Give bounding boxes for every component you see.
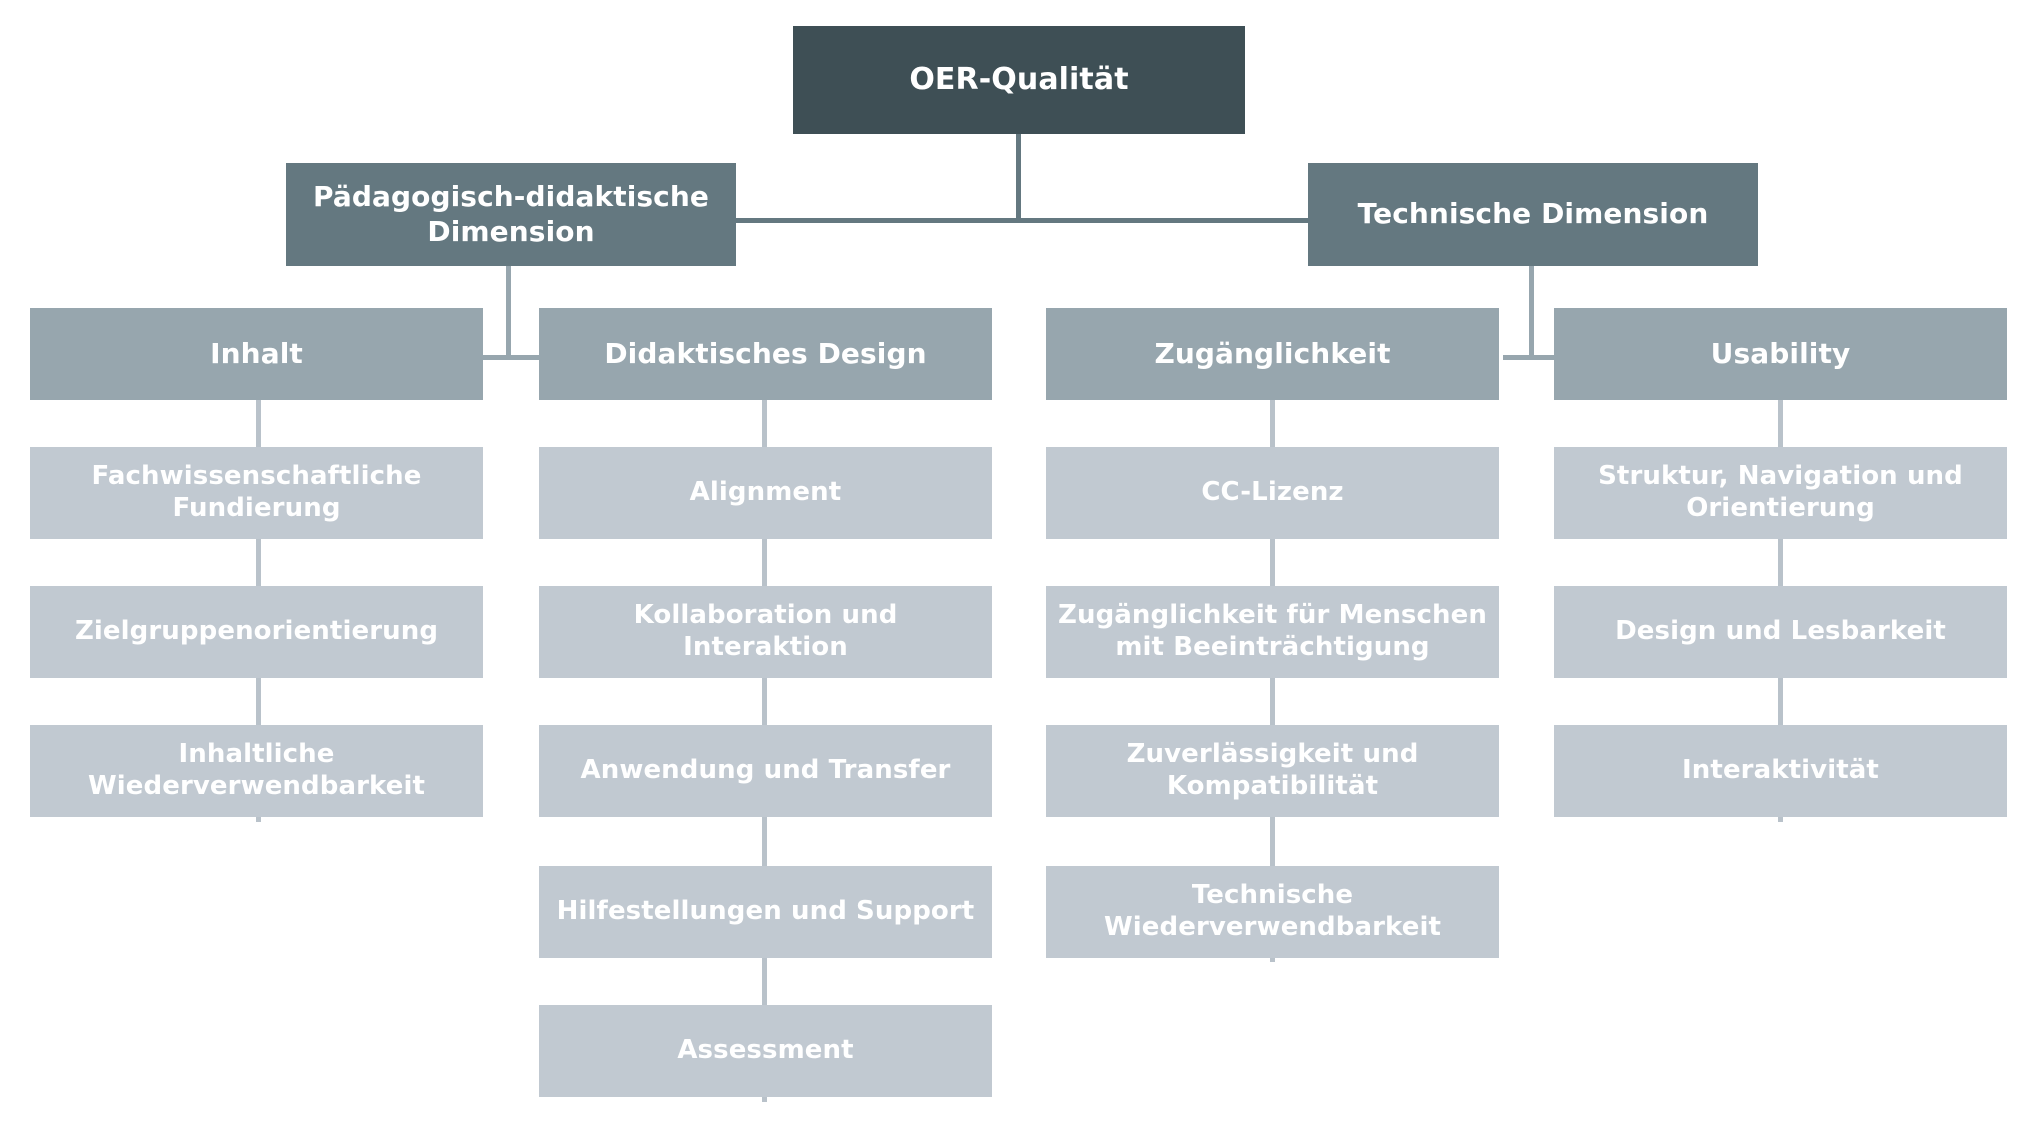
node-leaf-kollaboration-und-interaktion[interactable]: Kollaboration und Interaktion [539,586,992,678]
node-leaf-label: Assessment [677,1035,854,1066]
node-leaf-label: Zugänglichkeit für Menschen mit Beeinträ… [1058,600,1487,662]
node-category-zugaenglichkeit[interactable]: Zugänglichkeit [1046,308,1499,400]
node-category-label: Inhalt [210,336,303,370]
node-leaf-technische-wiederverwendbarkeit[interactable]: Technische Wiederverwendbarkeit [1046,866,1499,958]
node-dimension-label: Technische Dimension [1357,197,1709,231]
node-category-usability[interactable]: Usability [1554,308,2007,400]
node-root-label: OER-Qualität [909,61,1129,97]
node-dimension-technische[interactable]: Technische Dimension [1308,163,1758,266]
node-category-label: Didaktisches Design [604,336,927,370]
node-leaf-label: Design und Lesbarkeit [1615,616,1946,647]
node-leaf-label: Interaktivität [1682,755,1879,786]
node-leaf-zuverlaessigkeit-und-kompatibilitaet[interactable]: Zuverlässigkeit und Kompatibilität [1046,725,1499,817]
connector-root-stem [1016,134,1021,222]
node-leaf-label: Alignment [689,477,842,508]
node-leaf-assessment[interactable]: Assessment [539,1005,992,1097]
node-leaf-label: Inhaltliche Wiederverwendbarkeit [87,739,426,801]
connector-zugaenglichkeit-spine [1270,400,1275,962]
connector-paed-bar [480,355,542,360]
node-leaf-cc-lizenz[interactable]: CC-Lizenz [1046,447,1499,539]
node-leaf-label: Struktur, Navigation und Orientierung [1598,461,1963,523]
node-leaf-fachwissenschaftliche-fundierung[interactable]: Fachwissenschaftliche Fundierung [30,447,483,539]
node-leaf-anwendung-und-transfer[interactable]: Anwendung und Transfer [539,725,992,817]
node-root-oer-qualitaet[interactable]: OER-Qualität [793,26,1245,134]
connector-tech-bar [1503,355,1565,360]
node-leaf-inhaltliche-wiederverwendbarkeit[interactable]: Inhaltliche Wiederverwendbarkeit [30,725,483,817]
node-leaf-label: Anwendung und Transfer [580,755,951,786]
node-leaf-label: Hilfestellungen und Support [556,896,975,927]
node-leaf-alignment[interactable]: Alignment [539,447,992,539]
node-leaf-label: CC-Lizenz [1201,477,1344,508]
node-leaf-label: Technische Wiederverwendbarkeit [1103,880,1442,942]
node-leaf-zielgruppenorientierung[interactable]: Zielgruppenorientierung [30,586,483,678]
node-leaf-label: Fachwissenschaftliche Fundierung [91,461,422,523]
node-leaf-design-und-lesbarkeit[interactable]: Design und Lesbarkeit [1554,586,2007,678]
node-leaf-hilfestellungen-und-support[interactable]: Hilfestellungen und Support [539,866,992,958]
connector-dimension-bar [736,218,1316,223]
node-leaf-label: Zielgruppenorientierung [74,616,439,647]
node-leaf-zugaenglichkeit-fuer-menschen-mit-beeintraechtigung[interactable]: Zugänglichkeit für Menschen mit Beeinträ… [1046,586,1499,678]
node-dimension-label: Pädagogisch-didaktische Dimension [312,180,709,248]
connector-tech-stem [1529,266,1534,358]
node-leaf-label: Kollaboration und Interaktion [633,600,898,662]
node-leaf-interaktivitaet[interactable]: Interaktivität [1554,725,2007,817]
node-category-label: Zugänglichkeit [1154,336,1391,370]
node-leaf-struktur-navigation-und-orientierung[interactable]: Struktur, Navigation und Orientierung [1554,447,2007,539]
node-category-label: Usability [1710,336,1851,370]
node-leaf-label: Zuverlässigkeit und Kompatibilität [1126,739,1419,801]
node-category-didaktisches-design[interactable]: Didaktisches Design [539,308,992,400]
node-category-inhalt[interactable]: Inhalt [30,308,483,400]
node-dimension-paedagogisch-didaktisch[interactable]: Pädagogisch-didaktische Dimension [286,163,736,266]
connector-paed-stem [506,266,511,358]
